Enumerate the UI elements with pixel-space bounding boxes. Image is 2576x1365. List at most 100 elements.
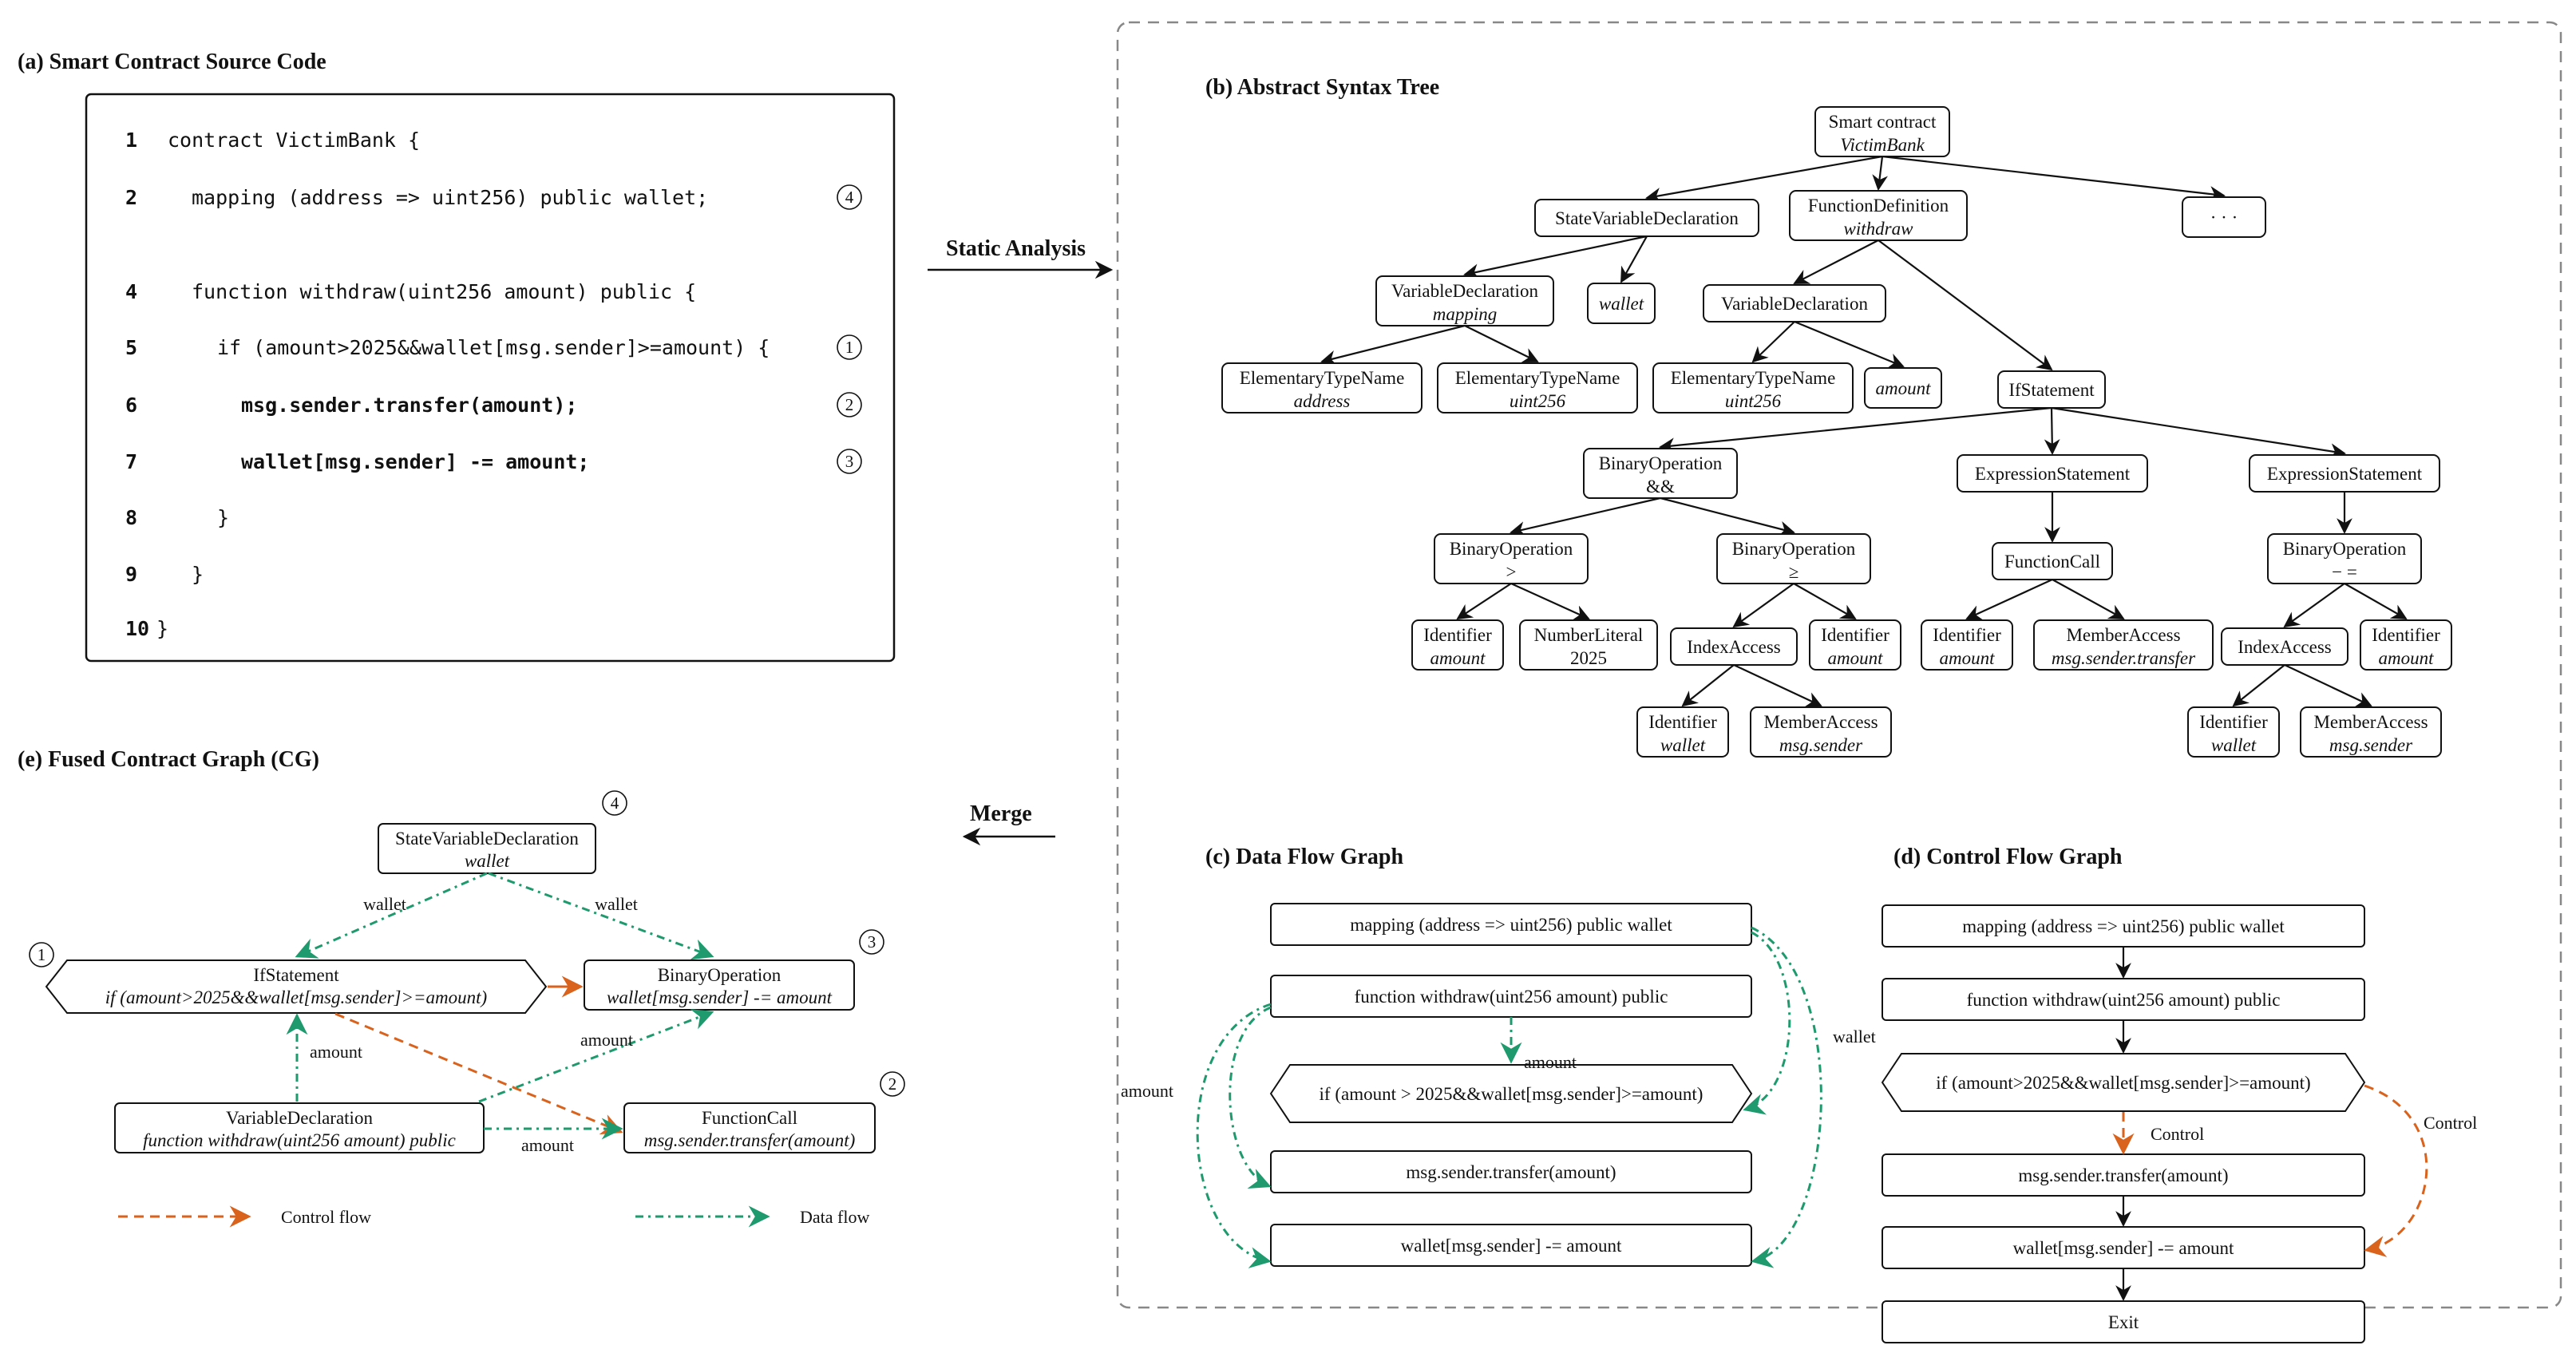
ast-node-type: StateVariableDeclaration [1555,208,1739,228]
line-number: 6 [125,394,137,417]
ast-node-box [1411,619,1504,671]
legend-data-label: Data flow [800,1207,869,1227]
ast-node-wallet: wallet [1587,283,1656,324]
ast-node-box [1434,533,1589,584]
ast-edge [1463,235,1648,280]
ast-node-ifstmt: IfStatement [1997,370,2106,409]
ast-edge [1872,156,1888,191]
fcg-data-edge [295,872,488,959]
code-line: msg.sender.transfer(amount); [241,394,577,417]
dfg-edge [1229,1006,1272,1189]
fcg-edge-label: wallet [363,894,406,914]
marker-number: 2 [845,395,854,414]
code-line: contract VictimBank { [168,129,420,152]
ast-node-ellipsis: · · · [2182,196,2266,238]
merge-arrow: Merge [962,801,1055,846]
fcg-marker: 1 [29,942,54,967]
ast-node-box [1221,362,1423,413]
cfg-node: function withdraw(uint256 amount) public [1882,978,2365,1021]
ast-node-value: uint256 [1725,391,1782,411]
ast-node-type: IndexAccess [2238,637,2332,657]
cfg-node: Exit [1882,1300,2365,1343]
ast-node-box [2033,619,2214,671]
ast-node-idxacc2: IndexAccess [2221,627,2348,666]
code-line: wallet[msg.sender] -= amount; [241,450,590,473]
panel-d-title: (d) Control Flow Graph [1893,845,2123,869]
ast-edge [1456,583,1512,620]
ast-node-value: wallet [1599,294,1644,314]
dfg-edge-label: wallet [1833,1027,1876,1046]
dfg-node: if (amount > 2025&&wallet[msg.sender]>=a… [1269,1064,1753,1123]
ast-node-binop-sub: BinaryOperation− = [2267,533,2422,584]
dfg-node: function withdraw(uint256 amount) public [1270,975,1752,1018]
ast-node-value: withdraw [1844,219,1914,239]
ast-node-amount-v: amount [1864,367,1942,409]
ast-node-type: NumberLiteral [1534,625,1644,645]
cfg-node-label: msg.sender.transfer(amount) [2018,1165,2228,1185]
ast-node-box [2221,627,2348,666]
ast-node-fcall: FunctionCall [1992,542,2113,580]
ast-edge [1733,664,1822,707]
ast-edges [1320,155,2408,707]
panel-b-title: (b) Abstract Syntax Tree [1205,75,1439,100]
ast-node-box [1750,706,1892,758]
ast-node-type: VariableDeclaration [1721,294,1868,314]
dfg-edge [1743,931,1791,1115]
ast-nodes: Smart contractVictimBankStateVariableDec… [1221,106,2452,758]
panel-e-title: (e) Fused Contract Graph (CG) [18,747,319,772]
dfg-node-label: mapping (address => uint256) public wall… [1350,915,1672,935]
ast-node-value: msg.sender [2329,735,2413,755]
ast-node-box [2249,454,2440,493]
ast-node-type: ElementaryTypeName [1240,368,1405,388]
ast-node-type: · · · [2210,208,2238,228]
dfg-node-label: wallet[msg.sender] -= amount [1401,1236,1622,1256]
ast-node-value: wallet [1660,735,1706,755]
ast-edge [1320,324,1466,366]
ast-edge [1878,239,2053,371]
ast-node-value: address [1294,391,1351,411]
dfg-node-box [1270,903,1752,946]
ast-node-box [1587,283,1656,324]
ast-node-type: IndexAccess [1687,637,1781,657]
dfg-graph: mapping (address => uint256) public wall… [1121,903,1876,1268]
fcg-node-type: IfStatement [253,965,339,985]
ast-edge [1793,583,1857,619]
code-line: } [156,617,168,640]
dfg-node-label: function withdraw(uint256 amount) public [1355,987,1668,1007]
dfg-node-box [1270,1224,1752,1267]
line-marker: 2 [837,392,862,417]
line-marker: 4 [837,184,862,210]
dfg-node: wallet[msg.sender] -= amount [1270,1224,1752,1267]
ast-node-value: amount [2379,648,2435,668]
fcg-node-value: if (amount>2025&&wallet[msg.sender]>=amo… [105,987,487,1007]
dfg-node-box [1269,1064,1753,1123]
ast-edge [2051,406,2346,460]
dfg-edge-label: amount [1524,1052,1577,1072]
marker-circle [837,392,862,417]
ast-node-box [1864,367,1942,409]
ast-node-etn-addr: ElementaryTypeName address [1221,362,1423,413]
fcg-data-edge [488,872,714,960]
cfg-edge-label: Control [2151,1124,2204,1144]
ast-node-expr2: ExpressionStatement [2249,454,2440,493]
ast-edge [1732,583,1794,628]
ast-node-value: VictimBank [1840,135,1925,155]
fcg-marker: 2 [880,1071,905,1097]
static-analysis-label: Static Analysis [946,236,1086,261]
ast-node-box [2267,533,2422,584]
ast-node-svd: StateVariableDeclaration [1534,199,1759,237]
fcg-node-box [45,959,548,1014]
ast-node-type: BinaryOperation [1599,453,1723,473]
fcg-node-type: VariableDeclaration [226,1108,373,1128]
marker-circle [880,1071,905,1097]
fcg-node-value: wallet [465,851,510,871]
fused-graph: StateVariableDeclarationwallet4IfStateme… [29,790,905,1228]
code-line: } [217,506,229,529]
